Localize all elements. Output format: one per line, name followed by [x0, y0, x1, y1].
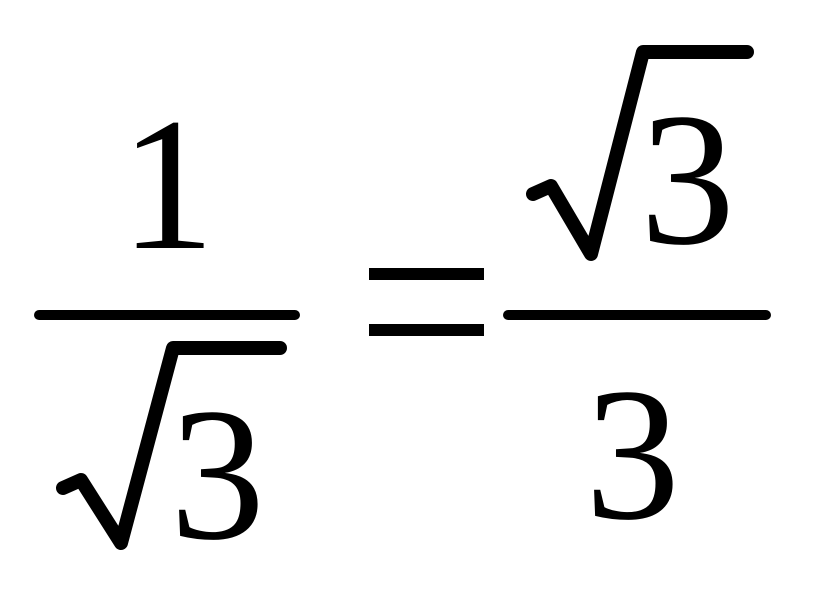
left-radical-sign-icon — [56, 341, 287, 550]
right-fraction-bar — [503, 310, 771, 320]
equals-bar-top — [369, 268, 484, 280]
equals-sign-icon — [369, 268, 484, 336]
equals-bar-bottom — [369, 324, 484, 336]
left-fraction-bar — [34, 310, 300, 320]
right-denominator: 3 — [585, 350, 680, 560]
right-numerator-radicand: 3 — [640, 75, 735, 285]
left-numerator: 1 — [120, 80, 215, 290]
left-denominator-radicand: 3 — [170, 370, 265, 580]
right-radical-sign-icon — [526, 45, 754, 261]
